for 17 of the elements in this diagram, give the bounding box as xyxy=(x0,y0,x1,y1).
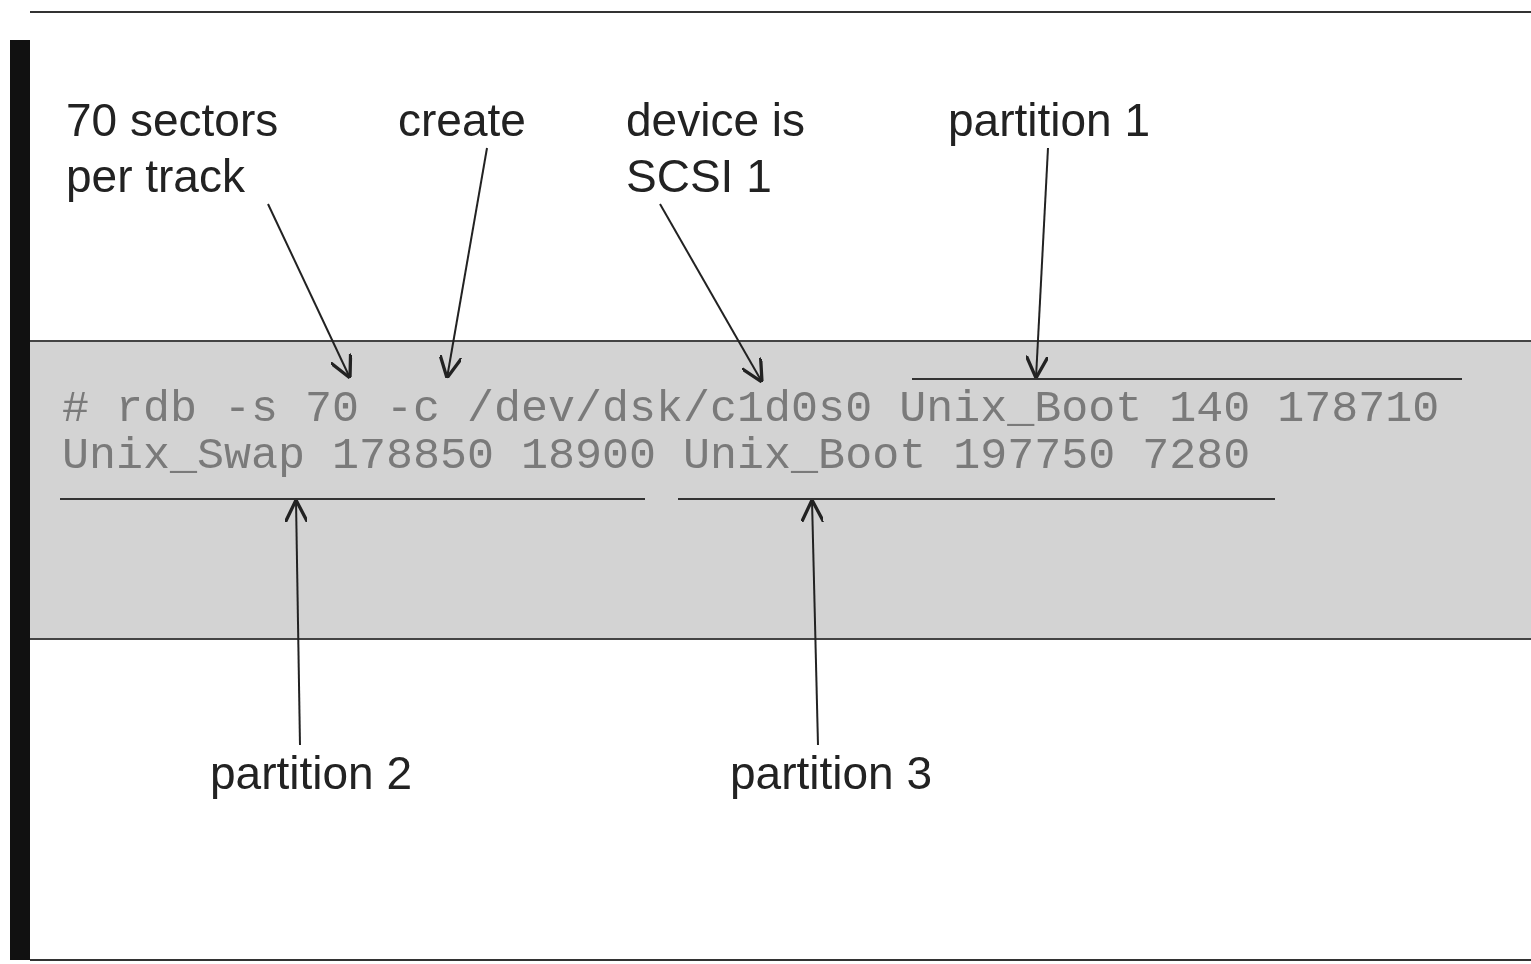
leader-arrow xyxy=(659,203,764,384)
leader-arrow xyxy=(267,203,353,380)
underline-bar xyxy=(60,498,645,500)
leader-arrow xyxy=(283,498,309,746)
callout-label: partition 3 xyxy=(730,745,1020,801)
leader-arrow xyxy=(799,498,826,746)
callout-label: create xyxy=(398,92,588,148)
underline-bar xyxy=(678,498,1275,500)
callout-label: device is SCSI 1 xyxy=(626,92,886,204)
callout-label: partition 1 xyxy=(948,92,1228,148)
leader-arrow xyxy=(438,147,488,380)
underline-bar xyxy=(912,378,1462,380)
command-band xyxy=(30,340,1531,640)
callout-label: 70 sectors per track xyxy=(66,92,316,204)
command-text: # rdb -s 70 -c /dev/dsk/c1d0s0 Unix_Boot 140 178710 Unix_Swap 178850 18900 Unix_Boot 197750 7280 xyxy=(62,386,1441,480)
leader-arrow xyxy=(1024,147,1050,380)
callout-label: partition 2 xyxy=(210,745,500,801)
